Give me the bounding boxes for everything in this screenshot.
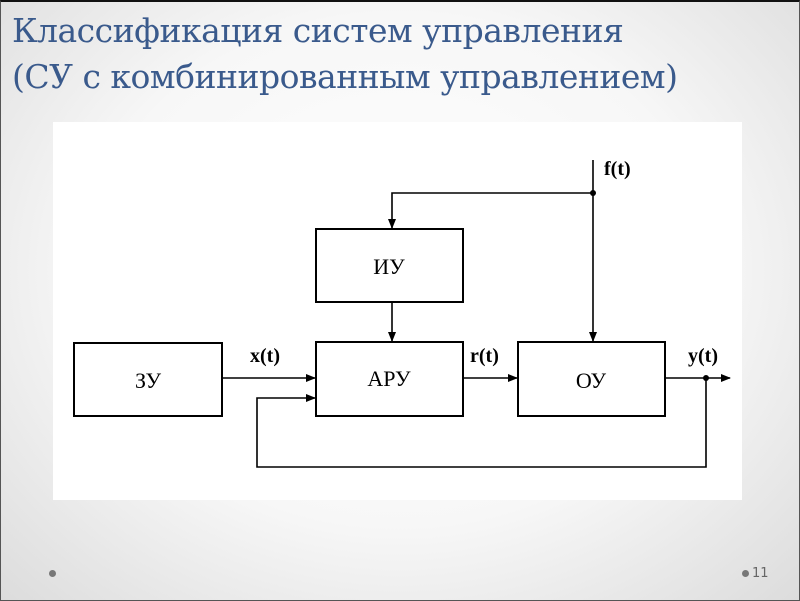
arrow-f-iu [388, 192, 593, 229]
feedback-line [256, 378, 707, 468]
block-zu [73, 342, 223, 417]
signal-r: r(t) [470, 345, 499, 367]
label-zu: ЗУ [135, 368, 161, 393]
label-aru: АРУ [367, 366, 411, 391]
block-ou [517, 341, 666, 417]
signal-y: y(t) [688, 345, 718, 367]
signal-f: f(t) [604, 158, 631, 180]
title-line-1: Классификация систем управления [12, 11, 624, 50]
slide-title: Классификация систем управления (СУ с ко… [12, 8, 678, 100]
footer-bullet-left [49, 570, 56, 577]
label-iu: ИУ [373, 254, 405, 279]
block-iu [315, 228, 464, 303]
title-line-2: (СУ с комбинированным управлением) [12, 57, 678, 96]
signal-x: x(t) [250, 345, 280, 367]
page-number: 11 [752, 566, 769, 581]
block-aru [315, 341, 464, 417]
label-ou: ОУ [576, 368, 607, 393]
junction-dot-f [590, 190, 596, 196]
junction-dot-y [703, 375, 709, 381]
diagram-background [53, 122, 742, 500]
footer-bullet-right [742, 570, 749, 577]
